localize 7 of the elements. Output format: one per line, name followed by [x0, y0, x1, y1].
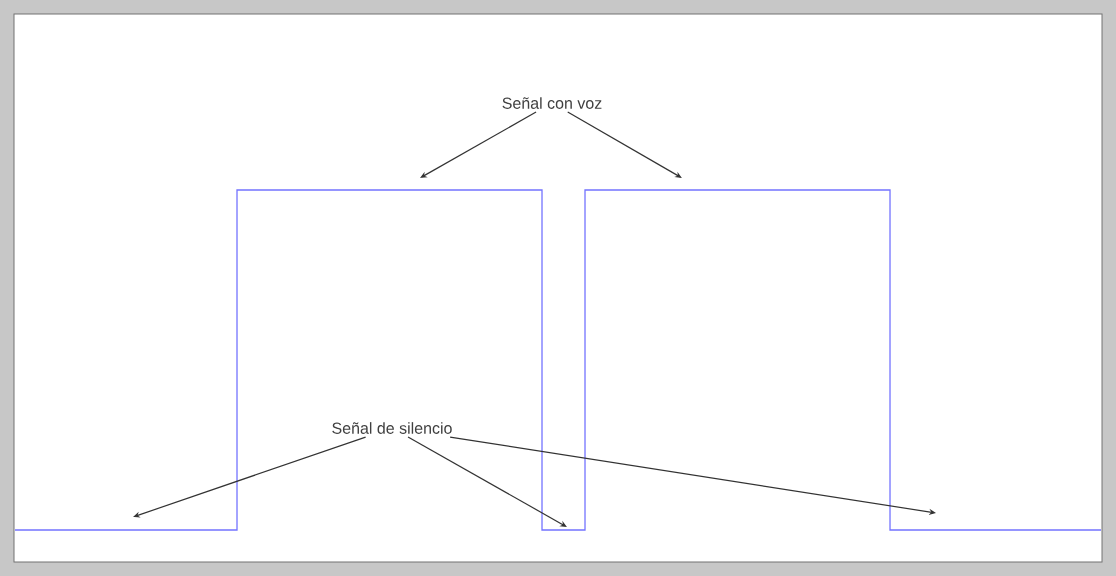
- signal-label: Señal de silencio: [332, 422, 452, 434]
- arrow: [420, 111, 537, 178]
- arrow: [567, 111, 682, 178]
- arrow: [449, 436, 936, 515]
- arrow: [133, 436, 367, 518]
- arrow: [407, 436, 567, 527]
- signal-label: Señal con voz: [502, 97, 602, 109]
